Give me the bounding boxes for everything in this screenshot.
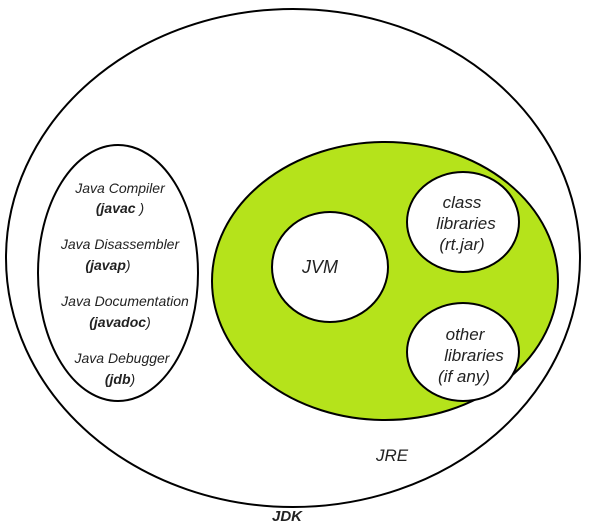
tool-cmd-line: (javac ) bbox=[96, 200, 144, 216]
other-libraries-line: libraries bbox=[444, 346, 504, 365]
tool-cmd-line: (javadoc) bbox=[89, 314, 150, 330]
tool-cmd-suffix: ) bbox=[124, 257, 131, 273]
tool-cmd: javadoc bbox=[92, 314, 146, 330]
tools-ellipse bbox=[37, 144, 199, 402]
class-libraries-line: (rt.jar) bbox=[439, 235, 484, 254]
tool-cmd: ( bbox=[96, 200, 102, 216]
jvm-circle bbox=[271, 211, 389, 323]
other-libraries-circle bbox=[406, 302, 520, 402]
tool-cmd-suffix: ) bbox=[144, 314, 151, 330]
class-libraries-line: libraries bbox=[436, 214, 496, 233]
other-libraries-line: (if any) bbox=[438, 367, 490, 386]
tool-name: Java Documentation bbox=[60, 293, 189, 309]
tool-name: Java Debugger bbox=[74, 350, 171, 366]
class-libraries-circle bbox=[406, 171, 520, 273]
other-libraries-line: other bbox=[446, 325, 486, 344]
tool-cmd-line: (jdb) bbox=[105, 371, 135, 387]
jre-label: JRE bbox=[375, 446, 409, 465]
jvm-label: JVM bbox=[301, 257, 338, 277]
tool-name: Java Disassembler bbox=[60, 236, 181, 252]
tool-cmd-suffix: ) bbox=[129, 371, 136, 387]
tool-cmd: javap bbox=[88, 257, 126, 273]
tool-cmd-line: (javap) bbox=[85, 257, 130, 273]
tool-name: Java Compiler bbox=[74, 180, 166, 196]
tool-cmd: javac bbox=[99, 200, 136, 216]
tool-cmd: jdb bbox=[108, 371, 131, 387]
jdk-label: JDK bbox=[272, 508, 303, 525]
class-libraries-line: class bbox=[443, 193, 482, 212]
tool-cmd-suffix: ) bbox=[136, 200, 145, 216]
